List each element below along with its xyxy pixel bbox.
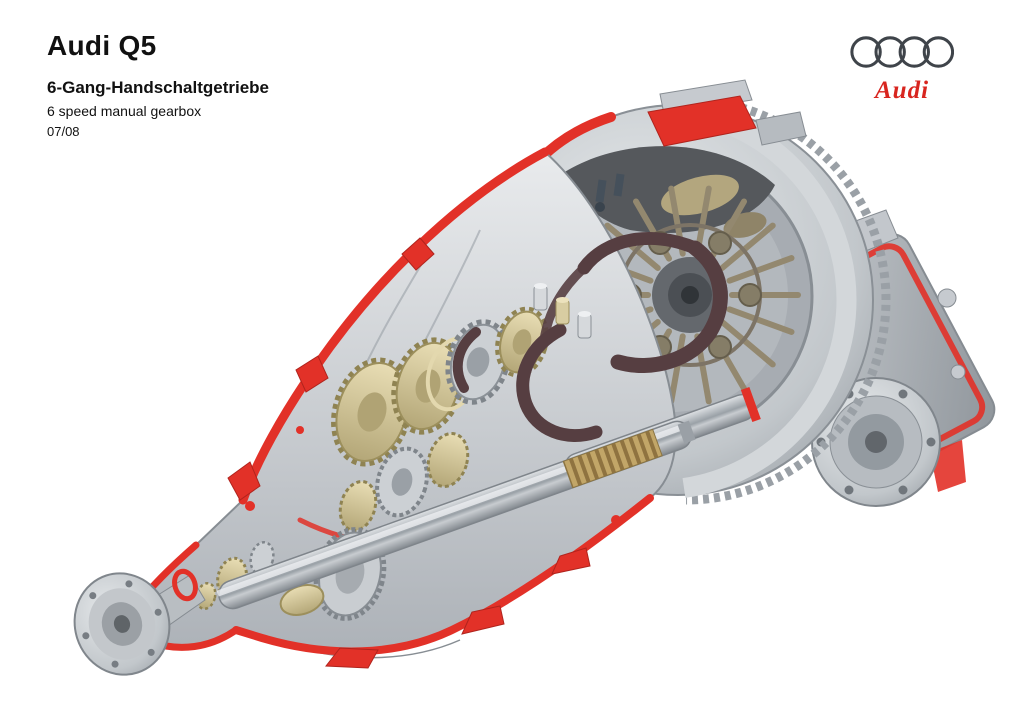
top-mount (647, 79, 807, 147)
subtitle-english: 6 speed manual gearbox (47, 103, 202, 119)
flywheel-ring-gear (685, 95, 891, 505)
bolt-studs (595, 173, 625, 212)
clutch-hub (681, 286, 699, 304)
output-flange (811, 377, 941, 507)
header: Audi Q5 6-Gang-Handschaltgetriebe 6 spee… (47, 30, 269, 139)
detent-pins (533, 283, 592, 339)
splined-section (562, 428, 663, 489)
output-shaft (216, 420, 696, 610)
clutch-cavity (560, 146, 775, 233)
page-title: Audi Q5 (47, 30, 157, 61)
audi-logo-text: Audi (874, 77, 930, 104)
audi-rings-icon (850, 36, 954, 68)
cut-surface (647, 95, 757, 147)
audi-brand-block: Audi (846, 33, 958, 105)
subtitle-german: 6-Gang-Handschaltgetriebe (47, 78, 269, 97)
date-label: 07/08 (47, 124, 80, 139)
cut-flanges (227, 237, 621, 669)
countershaft-gears (338, 432, 470, 532)
front-flange (73, 568, 206, 676)
